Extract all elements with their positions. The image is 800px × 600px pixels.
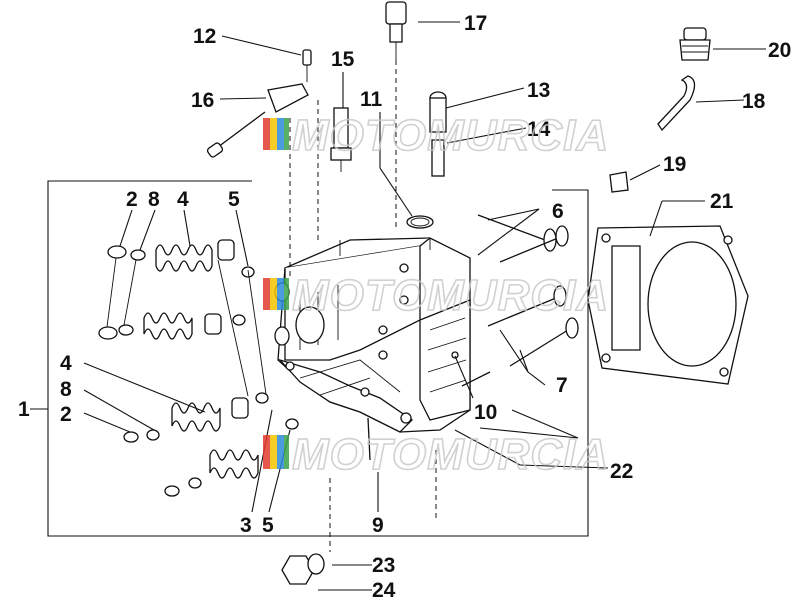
valve-spring-group-lower-2 [164, 418, 299, 497]
label-8: 8 [148, 188, 160, 211]
stud-9 [367, 417, 371, 461]
cylinder-head [274, 237, 471, 433]
label-24: 24 [372, 579, 396, 600]
label-14: 14 [527, 118, 551, 141]
watermark-stripe-green [284, 278, 289, 310]
label-19: 19 [663, 153, 686, 176]
pipe-16 [206, 83, 309, 158]
sensor-17 [385, 1, 407, 60]
label-7: 7 [556, 374, 568, 397]
cap-20 [679, 27, 711, 61]
label-10: 10 [474, 401, 497, 424]
label-6: 6 [552, 200, 564, 223]
label-1: 1 [18, 398, 30, 421]
watermark-stripe-green [284, 118, 289, 150]
watermark-top: MOTOMURCIA [263, 110, 609, 161]
label-2: 2 [126, 188, 138, 211]
watermark-stripe-red [263, 278, 270, 310]
label-22: 22 [610, 460, 633, 483]
watermark-stripe-red [263, 435, 270, 469]
label-12: 12 [193, 25, 216, 48]
watermark-middle: MOTOMURCIA [263, 270, 609, 321]
watermark-stripe-yellow [270, 278, 277, 310]
leader-lines [83, 21, 766, 591]
valve-spring-group-upper [107, 239, 255, 278]
watermark-text: MOTOMURCIA [292, 111, 609, 160]
valve-spring-group-lower-1 [123, 392, 269, 443]
label-5: 5 [228, 188, 240, 211]
label-13: 13 [527, 79, 550, 102]
label-4: 4 [177, 188, 189, 211]
label-21: 21 [710, 190, 734, 213]
clip-19 [609, 171, 629, 193]
watermark-stripe-blue [277, 278, 284, 310]
hose-18 [657, 75, 696, 132]
watermark-text: MOTOMURCIA [292, 430, 609, 479]
injector-13 [429, 91, 447, 177]
watermark-stripe-blue [277, 435, 284, 469]
watermark-stripe-blue [277, 118, 284, 150]
watermark-stripe-green [284, 435, 289, 469]
watermark-stripe-red [263, 118, 270, 150]
label-20: 20 [768, 39, 791, 62]
spark-plug-15 [330, 107, 352, 172]
label-3: 3 [240, 514, 252, 537]
label-5b: 5 [262, 514, 274, 537]
assembly-axes [106, 60, 437, 552]
label-9: 9 [372, 514, 384, 537]
label-17: 17 [464, 12, 487, 35]
watermark-bottom: MOTOMURCIA [263, 429, 609, 480]
nut-23 [281, 553, 325, 585]
valves [477, 214, 579, 367]
watermark-stripe-yellow [270, 118, 277, 150]
watermark-text: MOTOMURCIA [292, 271, 609, 320]
label-11: 11 [360, 88, 383, 111]
label-8b: 8 [60, 378, 72, 401]
watermark-stripe-yellow [270, 435, 277, 469]
label-4b: 4 [60, 352, 72, 375]
valve-spring-group-mid [98, 312, 246, 340]
label-16: 16 [191, 89, 214, 112]
label-15: 15 [331, 48, 355, 71]
label-23: 23 [372, 554, 395, 577]
assembly-frame [30, 180, 589, 537]
label-18: 18 [742, 90, 766, 113]
screw-12 [302, 49, 312, 82]
gasket-21 [587, 225, 749, 385]
part-labels: 1 2 8 4 5 4 8 2 3 5 9 10 7 6 11 12 13 14… [18, 12, 791, 600]
ring-11 [406, 215, 434, 229]
label-2b: 2 [60, 403, 72, 426]
